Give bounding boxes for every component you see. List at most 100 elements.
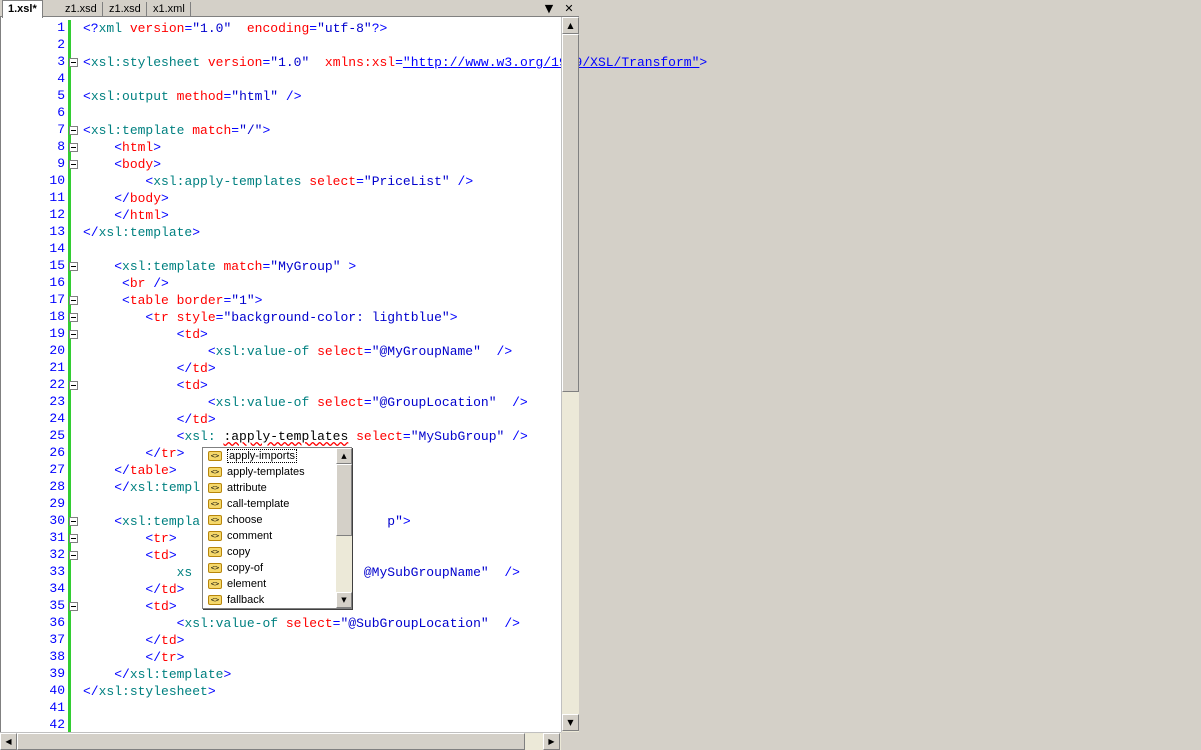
vertical-scrollbar[interactable]: ▲ ▼ [561, 17, 579, 732]
code-line[interactable]: 27 </table> [1, 462, 1201, 479]
tab-z1-xsd-2[interactable]: z1.xsd [104, 2, 147, 17]
code-line[interactable]: 7<xsl:template match="/"> [1, 122, 1201, 139]
collapse-icon[interactable] [69, 296, 78, 305]
code-line[interactable]: 22 <td> [1, 377, 1201, 394]
code-token: </ [145, 633, 162, 648]
code-line[interactable]: 20 <xsl:value-of select="@MyGroupName" /… [1, 343, 1201, 360]
code-line[interactable]: 25 <xsl: :apply-templates select="MySubG… [1, 428, 1201, 445]
collapse-icon[interactable] [69, 313, 78, 322]
collapse-icon[interactable] [69, 58, 78, 67]
tab-1-xsl[interactable]: 1.xsl* [2, 0, 43, 18]
code-token: p" [387, 514, 403, 529]
code-line[interactable]: 2 [1, 37, 1201, 54]
scroll-right-icon[interactable]: ▶ [543, 733, 560, 750]
change-marker [68, 581, 71, 598]
code-line[interactable]: 6 [1, 105, 1201, 122]
autocomplete-scroll-down-icon[interactable]: ▼ [336, 592, 352, 608]
code-line[interactable]: 17 <table border="1"> [1, 292, 1201, 309]
line-number: 37 [49, 632, 65, 647]
code-line[interactable]: 21 </td> [1, 360, 1201, 377]
tab-list-dropdown-icon[interactable]: ▼ [544, 2, 554, 15]
autocomplete-item[interactable]: <>copy [203, 544, 336, 560]
code-token: > [168, 548, 177, 563]
autocomplete-item[interactable]: <>attribute [203, 480, 336, 496]
code-line[interactable]: 24 </td> [1, 411, 1201, 428]
code-line[interactable]: 12 </html> [1, 207, 1201, 224]
collapse-icon[interactable] [69, 517, 78, 526]
horizontal-scroll-thumb[interactable] [17, 733, 525, 750]
code-line[interactable]: 5<xsl:output method="html" /> [1, 88, 1201, 105]
collapse-icon[interactable] [69, 534, 78, 543]
code-token: "1.0" [270, 55, 310, 70]
scroll-up-icon[interactable]: ▲ [562, 17, 579, 34]
code-line[interactable]: 32 <td> [1, 547, 1201, 564]
tab-x1-xml[interactable]: x1.xml [148, 2, 191, 17]
scroll-left-icon[interactable]: ◀ [0, 733, 17, 750]
code-line[interactable]: 41 [1, 700, 1201, 717]
code-token: "MyGroup" [270, 259, 341, 274]
code-line[interactable]: 31 <tr> [1, 530, 1201, 547]
vertical-scroll-thumb[interactable] [562, 34, 579, 392]
code-line[interactable]: 16 <br /> [1, 275, 1201, 292]
autocomplete-item[interactable]: <>copy-of [203, 560, 336, 576]
code-line[interactable]: 40</xsl:stylesheet> [1, 683, 1201, 700]
autocomplete-item[interactable]: <>comment [203, 528, 336, 544]
code-line[interactable]: 37 </td> [1, 632, 1201, 649]
code-token: td [161, 633, 177, 648]
horizontal-scrollbar[interactable]: ◀ ▶ [0, 732, 561, 750]
code-line[interactable]: 3<xsl:stylesheet version="1.0" xmlns:xsl… [1, 54, 1201, 71]
code-token: xsl:value-of [215, 395, 318, 410]
code-line[interactable]: 11 </body> [1, 190, 1201, 207]
code-line[interactable]: 14 [1, 241, 1201, 258]
code-line[interactable]: 9 <body> [1, 156, 1201, 173]
code-line[interactable]: 23 <xsl:value-of select="@GroupLocation"… [1, 394, 1201, 411]
collapse-icon[interactable] [69, 381, 78, 390]
collapse-icon[interactable] [69, 160, 78, 169]
collapse-icon[interactable] [69, 330, 78, 339]
code-token: body [129, 191, 162, 206]
autocomplete-scrollbar[interactable]: ▲ ▼ [336, 448, 352, 608]
code-line[interactable]: 38 </tr> [1, 649, 1201, 666]
code-line[interactable]: 15 <xsl:template match="MyGroup" > [1, 258, 1201, 275]
collapse-icon[interactable] [69, 551, 78, 560]
autocomplete-popup[interactable]: <>apply-imports<>apply-templates<>attrib… [202, 447, 352, 609]
code-token [83, 446, 145, 461]
code-editor[interactable]: 1<?xml version="1.0" encoding="utf-8"?>2… [0, 17, 707, 734]
code-line[interactable]: 26 </tr> [1, 445, 1201, 462]
autocomplete-list[interactable]: <>apply-imports<>apply-templates<>attrib… [203, 448, 336, 608]
autocomplete-scroll-up-icon[interactable]: ▲ [336, 448, 352, 464]
code-line[interactable]: 34 </td> [1, 581, 1201, 598]
code-line[interactable]: 8 <html> [1, 139, 1201, 156]
code-line[interactable]: 29 [1, 496, 1201, 513]
code-line[interactable]: 42 [1, 717, 1201, 734]
code-line[interactable]: 30 <xsl:templa p"> [1, 513, 1201, 530]
autocomplete-item[interactable]: <>call-template [203, 496, 336, 512]
code-line[interactable]: 19 <td> [1, 326, 1201, 343]
collapse-icon[interactable] [69, 126, 78, 135]
code-line[interactable]: 18 <tr style="background-color: lightblu… [1, 309, 1201, 326]
scroll-down-icon[interactable]: ▼ [562, 714, 579, 731]
code-line[interactable]: 33 xs @MySubGroupName" /> [1, 564, 1201, 581]
tab-z1-xsd[interactable]: z1.xsd [60, 2, 103, 17]
autocomplete-item[interactable]: <>fallback [203, 592, 336, 608]
code-line[interactable]: 4 [1, 71, 1201, 88]
close-tab-icon[interactable]: ✕ [564, 2, 574, 15]
code-line[interactable]: 1<?xml version="1.0" encoding="utf-8"?> [1, 20, 1201, 37]
collapse-icon[interactable] [69, 262, 78, 271]
autocomplete-scroll-thumb[interactable] [336, 464, 352, 536]
code-line[interactable]: 10 <xsl:apply-templates select="PriceLis… [1, 173, 1201, 190]
code-line[interactable]: 28 </xsl:templ [1, 479, 1201, 496]
autocomplete-item[interactable]: <>apply-templates [203, 464, 336, 480]
code-line[interactable]: 39 </xsl:template> [1, 666, 1201, 683]
code-token: > [176, 633, 185, 648]
autocomplete-item[interactable]: <>apply-imports [203, 448, 336, 464]
collapse-icon[interactable] [69, 602, 78, 611]
code-text: <br /> [83, 275, 169, 292]
code-text: <xsl:template match="/"> [83, 122, 270, 139]
code-line[interactable]: 13</xsl:template> [1, 224, 1201, 241]
autocomplete-item[interactable]: <>element [203, 576, 336, 592]
code-line[interactable]: 36 <xsl:value-of select="@SubGroupLocati… [1, 615, 1201, 632]
autocomplete-item[interactable]: <>choose [203, 512, 336, 528]
code-line[interactable]: 35 <td> [1, 598, 1201, 615]
collapse-icon[interactable] [69, 143, 78, 152]
